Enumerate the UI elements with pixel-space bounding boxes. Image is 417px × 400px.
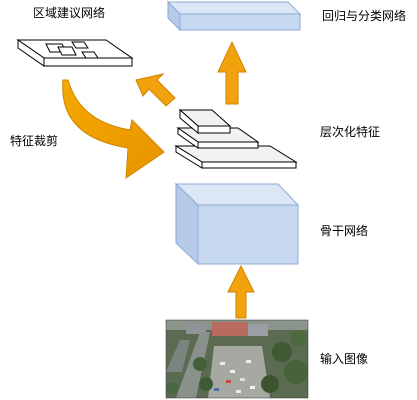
region-proposal-plate <box>16 39 134 67</box>
backbone-network-box <box>174 182 300 266</box>
input-image <box>165 319 309 399</box>
arrow-to-region-network <box>135 73 176 107</box>
input-image-label: 输入图像 <box>320 352 369 366</box>
regression-network-label: 回归与分类网络 <box>322 9 407 23</box>
hierarchical-feature-layers <box>174 108 298 169</box>
hierarchical-features-label: 层次化特征 <box>320 125 381 139</box>
regression-network-box <box>166 0 302 32</box>
region-network-label: 区域建议网络 <box>33 6 106 20</box>
backbone-network-label: 骨干网络 <box>320 224 369 238</box>
arrow-to-backbone <box>227 264 255 319</box>
feature-crop-curved-arrow <box>62 79 165 179</box>
arrow-to-regression <box>217 40 247 105</box>
feature-crop-label: 特征裁剪 <box>10 134 59 148</box>
